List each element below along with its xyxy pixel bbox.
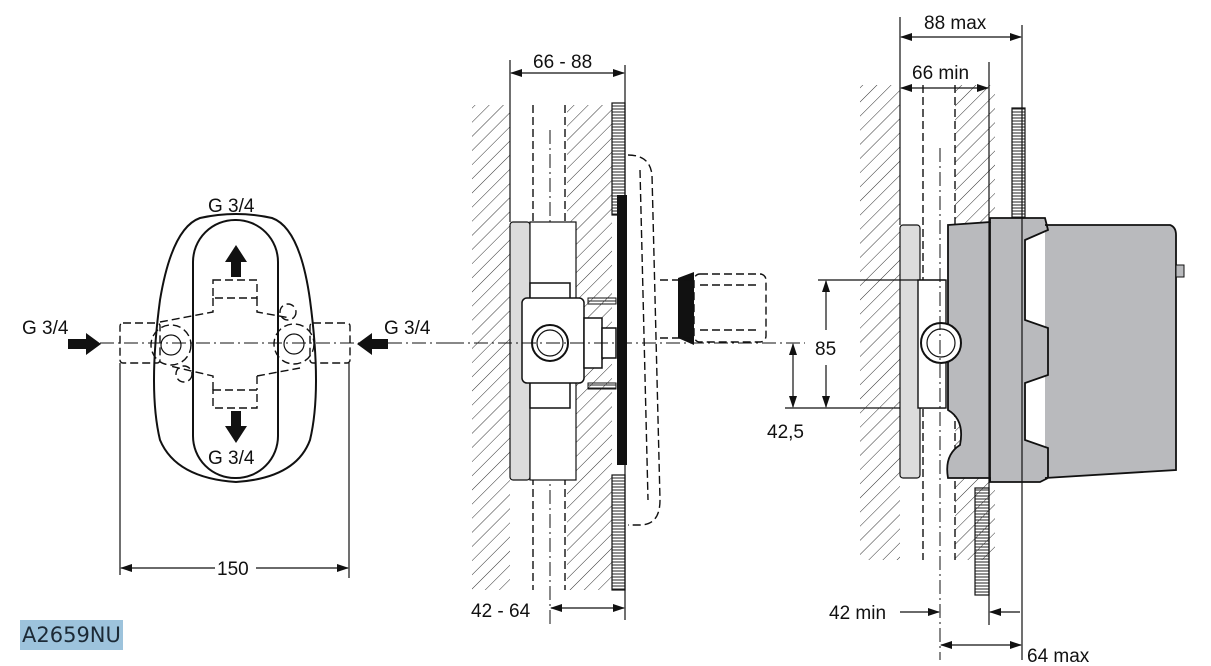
right-connection (273, 323, 315, 365)
outlet-down-arrow-icon (225, 411, 247, 443)
valve-body-hidden (119, 279, 351, 409)
side-view-valve: 66 - 88 42 - 64 42,5 (450, 52, 945, 625)
black-sealing-plate (617, 195, 627, 465)
label-outlet-top: G 3/4 (208, 196, 255, 217)
dimension-42-5: 42,5 (767, 422, 804, 443)
tile-upper (1011, 107, 1026, 219)
mounting-plate (899, 224, 921, 479)
dimension-64-max: 64 max (1027, 646, 1090, 666)
inlet-left-arrow-icon (68, 333, 101, 355)
label-inlet-right: G 3/4 (384, 318, 431, 339)
installation-box (946, 217, 1177, 483)
inlet-right-arrow-icon (357, 333, 388, 355)
front-view: G 3/4 G 3/4 G 3/4 G 3/4 150 (22, 196, 450, 580)
dimension-42-64: 42 - 64 (471, 601, 531, 622)
rosette-phantom (627, 154, 661, 526)
dimension-85: 85 (815, 339, 836, 360)
dimension-88-max: 88 max (924, 13, 987, 34)
dimension-150: 150 (217, 559, 249, 580)
dimension-66-min: 66 min (912, 63, 969, 84)
dimension-42-min: 42 min (829, 603, 886, 624)
inner-plate-outline (192, 219, 279, 479)
label-outlet-bottom: G 3/4 (208, 448, 255, 469)
label-inlet-left: G 3/4 (22, 318, 69, 339)
cover-plate-outline (153, 213, 317, 484)
left-connection (150, 324, 192, 366)
tile-lower (611, 474, 626, 591)
product-code-label: A2659NU (20, 620, 123, 650)
tile-lower (974, 487, 990, 596)
wall-hatch-left (472, 105, 510, 590)
dimension-66-88: 66 - 88 (533, 52, 592, 73)
side-view-box: 88 max 66 min 85 42 min 64 max (815, 13, 1185, 666)
valve-body (521, 282, 617, 409)
handle-phantom (660, 272, 767, 345)
outlet-up-arrow-icon (225, 245, 247, 277)
wall-hatch-left (860, 85, 900, 560)
